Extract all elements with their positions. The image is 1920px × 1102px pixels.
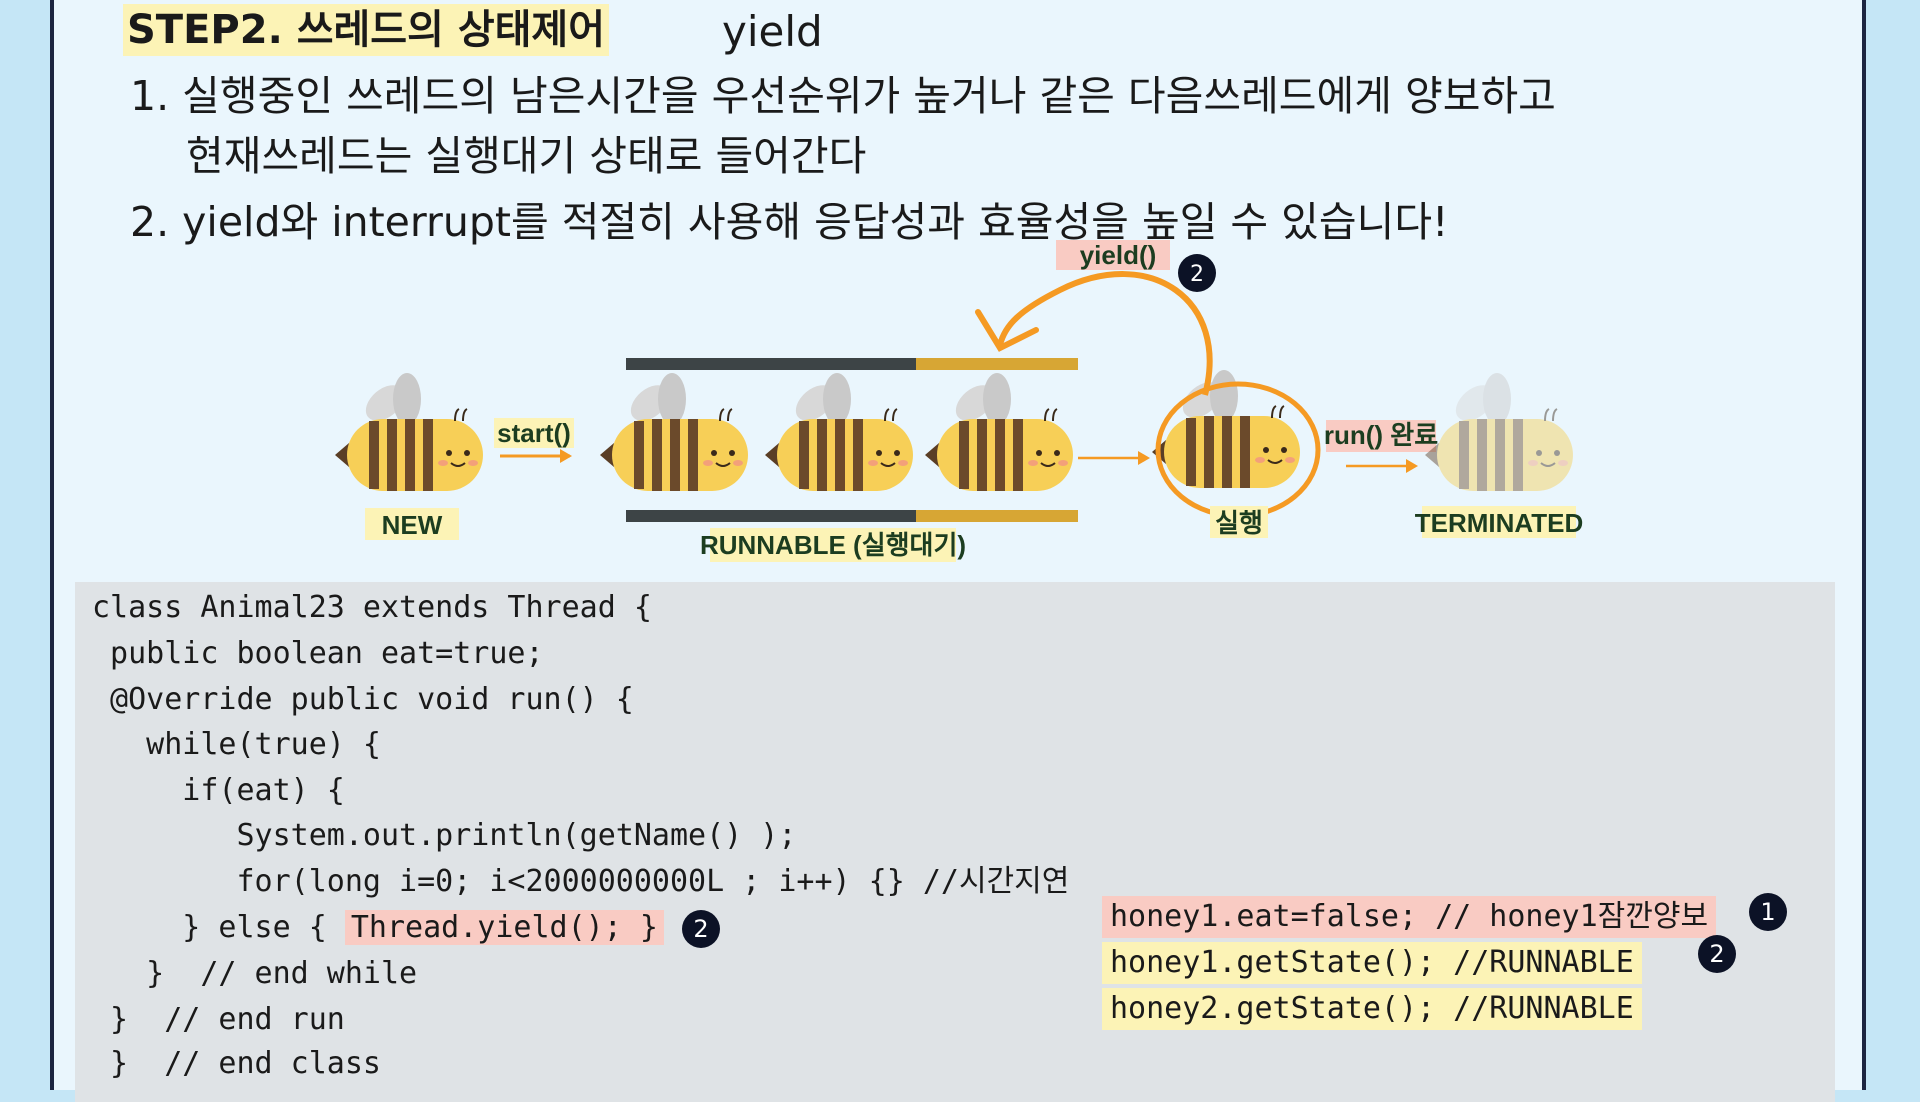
bee-new bbox=[334, 372, 484, 492]
code-line-4: while(true) { bbox=[92, 727, 381, 762]
label-runnable: RUNNABLE (실행대기) bbox=[700, 530, 966, 560]
arrow-start-head bbox=[560, 449, 572, 463]
code-line-11: } // end class bbox=[92, 1046, 381, 1081]
point-2: 2. yield와 interrupt를 적절히 사용해 응답성과 효율성을 높… bbox=[130, 192, 1448, 252]
note-line-3: honey2.getState(); //RUNNABLE bbox=[1102, 988, 1642, 1030]
label-running: 실행 bbox=[1215, 508, 1263, 538]
bee-terminated bbox=[1424, 372, 1574, 492]
code-line-9: } // end while bbox=[92, 956, 418, 991]
point-1: 1. 실행중인 쓰레드의 남은시간을 우선순위가 높거나 같은 다음쓰레드에게 … bbox=[130, 66, 1556, 126]
code-line-3: @Override public void run() { bbox=[92, 682, 634, 717]
label-start-bg bbox=[494, 418, 574, 448]
point-1-line1: 실행중인 쓰레드의 남은시간을 우선순위가 높거나 같은 다음쓰레드에게 양보하… bbox=[182, 72, 1556, 120]
point-1-line2: 현재쓰레드는 실행대기 상태로 들어간다 bbox=[186, 132, 867, 180]
point-2-number: 2. bbox=[130, 198, 170, 246]
queue-top-gold bbox=[916, 358, 1078, 370]
label-runnable-bg bbox=[710, 528, 956, 562]
page-title: STEP2. 쓰레드의 상태제어 bbox=[123, 4, 610, 56]
label-yield-bg bbox=[1056, 240, 1170, 270]
queue-bottom-gold bbox=[916, 510, 1078, 522]
keyword-yield: yield bbox=[722, 7, 823, 56]
queue-top-dark bbox=[626, 358, 916, 370]
code-line-8: } else { Thread.yield(); } 2 bbox=[92, 908, 720, 948]
point-1-number: 1. bbox=[130, 72, 170, 120]
point-2-text: yield와 interrupt를 적절히 사용해 응답성과 효율성을 높일 수… bbox=[182, 198, 1449, 246]
label-run-done: run() 완료 bbox=[1324, 420, 1438, 450]
bee-running bbox=[1151, 369, 1301, 489]
note-line-1: honey1.eat=false; // honey1잠깐양보 bbox=[1102, 896, 1717, 938]
code-line-5: if(eat) { bbox=[92, 773, 345, 808]
code-yield-badge: 2 bbox=[681, 909, 720, 948]
bee-runnable-3 bbox=[924, 372, 1074, 492]
note-badge-2: 2 bbox=[1698, 935, 1736, 973]
thread-state-diagram: NEW start() RUNNABLE (실행대기) 실행 yield() 2… bbox=[334, 240, 1584, 562]
note-badge-1: 1 bbox=[1749, 893, 1787, 931]
arrow-run-done-head bbox=[1406, 459, 1418, 473]
code-else: } else { bbox=[92, 910, 345, 945]
yield-arc-head bbox=[975, 309, 1039, 352]
label-terminated: TERMINATED bbox=[1415, 508, 1584, 538]
note-line-2: honey1.getState(); //RUNNABLE bbox=[1102, 942, 1642, 984]
label-yield: yield() bbox=[1080, 240, 1157, 270]
label-start: start() bbox=[497, 418, 571, 448]
label-terminated-bg bbox=[1422, 506, 1576, 538]
code-line-10: } // end run bbox=[92, 1002, 345, 1037]
badge-yield-text: 2 bbox=[1190, 262, 1204, 287]
arrow-to-running-head bbox=[1138, 451, 1150, 465]
bee-runnable-1 bbox=[599, 372, 749, 492]
label-new: NEW bbox=[382, 510, 443, 540]
label-run-done-bg bbox=[1326, 420, 1436, 452]
yield-arc bbox=[997, 271, 1213, 396]
badge-yield bbox=[1178, 254, 1216, 292]
queue-bottom-dark bbox=[626, 510, 916, 522]
code-line-6: System.out.println(getName() ); bbox=[92, 818, 797, 853]
code-line-7: for(long i=0; i<2000000000L ; i++) {} //… bbox=[92, 864, 1070, 899]
label-running-bg bbox=[1210, 506, 1268, 538]
code-yield-call: Thread.yield(); } bbox=[344, 910, 664, 945]
code-line-1: class Animal23 extends Thread { bbox=[92, 590, 652, 625]
label-new-bg bbox=[365, 508, 459, 540]
bee-runnable-2 bbox=[764, 372, 914, 492]
code-line-2: public boolean eat=true; bbox=[92, 636, 544, 671]
